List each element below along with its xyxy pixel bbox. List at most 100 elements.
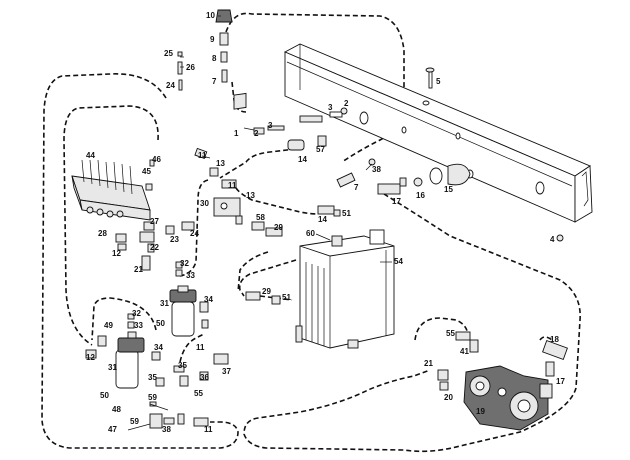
label-32: 32 [180, 259, 189, 268]
label-3b: 3 [268, 121, 273, 130]
label-19: 19 [476, 407, 485, 416]
label-3: 3 [328, 103, 333, 112]
label-32b: 32 [132, 309, 141, 318]
label-2: 2 [344, 99, 349, 108]
label-21b: 21 [424, 359, 433, 368]
label-37: 37 [222, 367, 231, 376]
label-34: 34 [204, 295, 213, 304]
label-13b: 13 [246, 191, 255, 200]
filter-upper [169, 285, 209, 337]
part-labels: 10 9 8 7 25 26 24 5 3 2 1 2 3 14 57 38 7… [86, 11, 565, 434]
label-11: 11 [198, 151, 207, 160]
label-30: 30 [200, 199, 209, 208]
label-29: 29 [274, 223, 283, 232]
label-10: 10 [206, 11, 215, 20]
label-5: 5 [436, 77, 441, 86]
label-25: 25 [164, 49, 173, 58]
label-29b: 29 [262, 287, 271, 296]
filter-lower [85, 331, 161, 389]
label-24b: 24 [190, 229, 199, 238]
label-35: 35 [178, 361, 187, 370]
label-49: 49 [104, 321, 113, 330]
hose-top-cap-line [225, 12, 405, 163]
label-51: 51 [342, 209, 351, 218]
label-55b: 55 [446, 329, 455, 338]
label-12: 12 [112, 249, 121, 258]
label-16: 16 [416, 191, 425, 200]
hydraulic-pump [463, 365, 553, 431]
label-14: 14 [298, 155, 307, 164]
cap-fitting-stack [177, 9, 233, 91]
label-12b: 12 [86, 353, 95, 362]
label-14b: 14 [318, 215, 327, 224]
hose-17-to-right [243, 193, 581, 453]
lower-fittings [127, 261, 568, 429]
hose-cooler-top-left [235, 187, 319, 215]
label-48: 48 [112, 405, 121, 414]
label-50: 50 [156, 319, 165, 328]
label-27: 27 [150, 217, 159, 226]
tank-fittings [233, 67, 564, 242]
label-35b: 35 [148, 373, 157, 382]
label-9: 9 [210, 35, 215, 44]
label-59: 59 [148, 393, 157, 402]
label-7: 7 [212, 77, 217, 86]
label-22: 22 [150, 243, 159, 252]
label-8: 8 [212, 54, 217, 63]
label-41: 41 [460, 347, 469, 356]
label-28: 28 [98, 229, 107, 238]
hydraulic-tank [283, 43, 593, 223]
hose-filter-bottom [179, 333, 205, 363]
hose-filter-lower [91, 297, 157, 341]
label-34b: 34 [154, 343, 163, 352]
hose-right-filter-drop [237, 251, 269, 293]
label-7b: 7 [354, 183, 359, 192]
label-11c: 11 [196, 343, 205, 352]
hose-cooler-left [238, 259, 297, 297]
label-47: 47 [108, 425, 117, 434]
label-57: 57 [316, 145, 325, 154]
label-54: 54 [394, 257, 403, 266]
label-20: 20 [444, 393, 453, 402]
hose-inner-left-loop [63, 105, 159, 346]
label-38b: 38 [162, 425, 171, 434]
label-59b: 59 [130, 417, 139, 426]
label-17b: 17 [556, 377, 565, 386]
label-58: 58 [256, 213, 265, 222]
label-1: 1 [234, 129, 239, 138]
leader-lines [127, 15, 392, 431]
label-11b: 11 [228, 181, 237, 190]
label-60: 60 [306, 229, 315, 238]
control-valve [71, 159, 155, 221]
middle-fittings [115, 147, 341, 271]
oil-cooler [295, 229, 395, 349]
label-23: 23 [170, 235, 179, 244]
label-4: 4 [550, 235, 555, 244]
label-33: 33 [186, 271, 195, 280]
label-13: 13 [216, 159, 225, 168]
label-17: 17 [392, 197, 401, 206]
hose-pump-right [539, 336, 553, 341]
label-24: 24 [166, 81, 175, 90]
label-44: 44 [86, 151, 95, 160]
label-38: 38 [372, 165, 381, 174]
hose-top-left-loop [41, 73, 239, 449]
label-15: 15 [444, 185, 453, 194]
label-18: 18 [550, 335, 559, 344]
label-11d: 11 [204, 425, 213, 434]
label-31b: 31 [108, 363, 117, 372]
label-31: 31 [160, 299, 169, 308]
label-50b: 50 [100, 391, 109, 400]
label-21: 21 [134, 265, 143, 274]
label-2b: 2 [254, 129, 259, 138]
label-51b: 51 [282, 293, 291, 302]
hose-14-to-tank [219, 147, 305, 179]
label-46: 46 [152, 155, 161, 164]
hose-routes [41, 12, 581, 453]
label-45: 45 [142, 167, 151, 176]
hose-pump-left [414, 317, 469, 341]
label-36: 36 [200, 373, 209, 382]
label-26: 26 [186, 63, 195, 72]
